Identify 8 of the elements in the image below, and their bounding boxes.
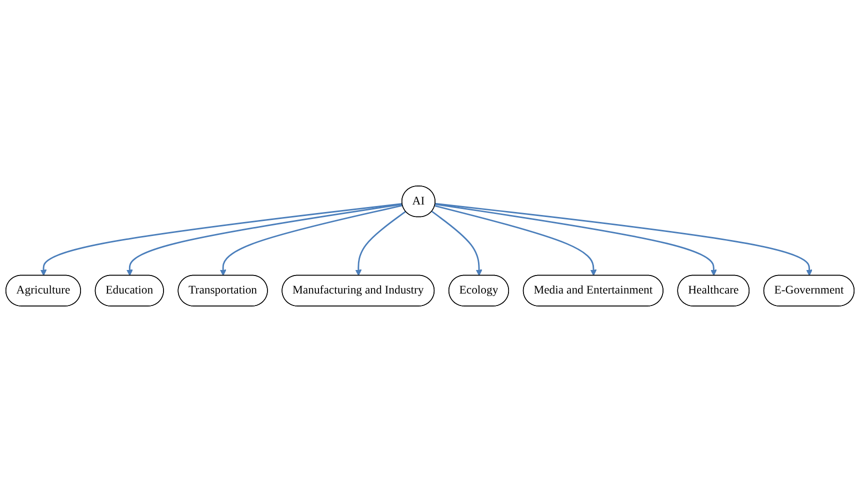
arrow bbox=[126, 204, 403, 276]
arrow bbox=[434, 205, 597, 276]
arrow bbox=[435, 204, 717, 276]
arrow bbox=[40, 202, 402, 276]
arrow bbox=[435, 202, 812, 276]
arrow bbox=[220, 204, 403, 276]
arrow bbox=[355, 210, 406, 276]
arrow bbox=[432, 210, 482, 276]
